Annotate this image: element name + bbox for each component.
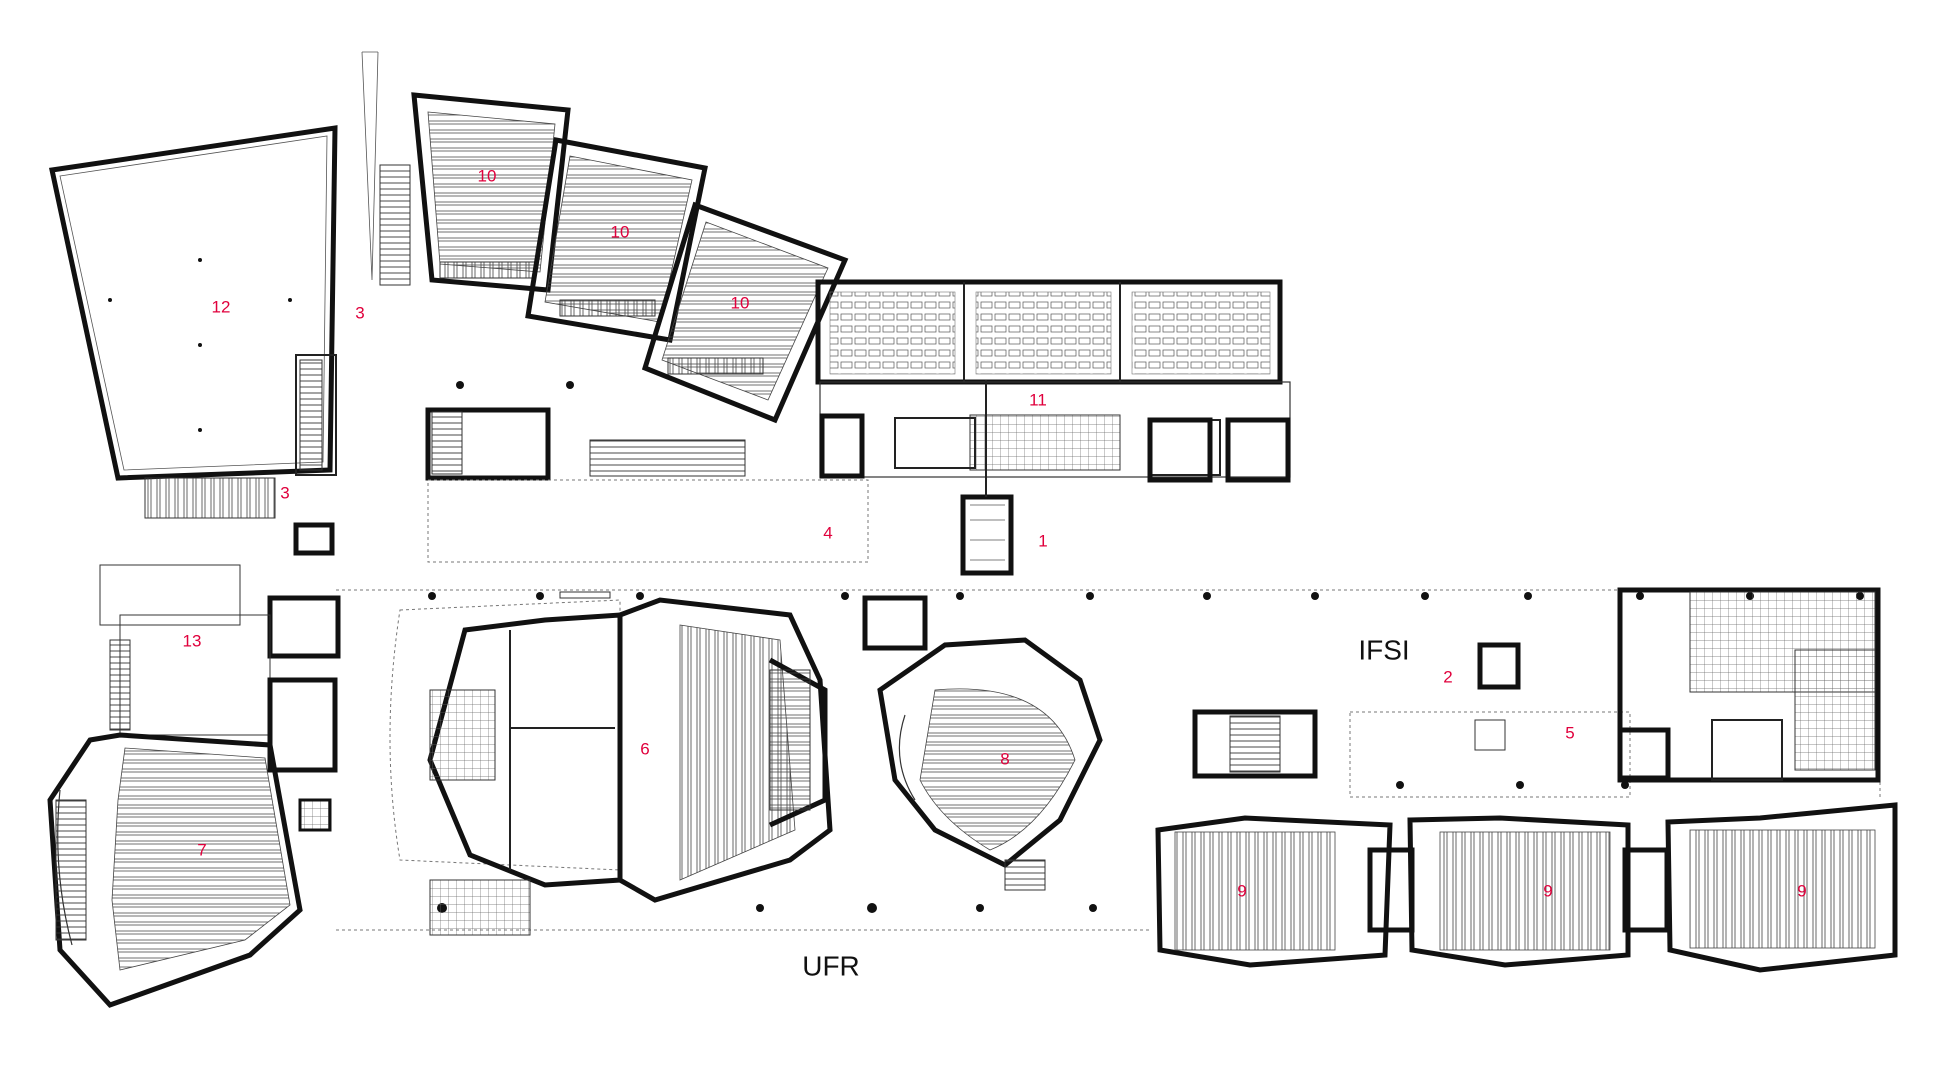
room-number-4: 4 xyxy=(823,523,832,542)
entrance-1 xyxy=(960,380,1014,576)
service-block-west xyxy=(99,564,341,832)
large-hall-12 xyxy=(48,125,338,519)
room-number-9-c: 9 xyxy=(1797,881,1806,900)
room-number-5: 5 xyxy=(1565,723,1574,742)
classroom-wing-11 xyxy=(815,279,1291,483)
room-numbers: 1 2 3 3 4 5 6 7 8 9 9 9 10 10 10 11 12 1… xyxy=(183,166,1807,900)
room-number-9-a: 9 xyxy=(1237,881,1246,900)
west-stairs xyxy=(293,354,337,556)
mast-structure xyxy=(361,51,411,286)
room-number-10-a: 10 xyxy=(478,166,497,185)
stair-cores-north xyxy=(425,407,976,481)
lecture-room-10-a xyxy=(411,92,571,293)
room-number-3-north: 3 xyxy=(355,303,364,322)
room-number-10-b: 10 xyxy=(611,222,630,241)
room-number-1: 1 xyxy=(1038,531,1047,550)
room-number-13: 13 xyxy=(183,631,202,650)
room-number-11: 11 xyxy=(1029,390,1047,409)
ifsi-classroom-9-b xyxy=(1407,815,1670,968)
zone-label-ufr: UFR xyxy=(802,950,860,981)
ifsi-classroom-9-c xyxy=(1665,802,1898,973)
amphitheatre-7 xyxy=(47,732,303,1008)
room-number-12: 12 xyxy=(212,297,231,316)
room-number-10-c: 10 xyxy=(731,293,750,312)
amphitheatre-6 xyxy=(389,591,833,936)
lecture-room-10-b xyxy=(525,137,708,343)
room-number-7: 7 xyxy=(197,840,206,859)
zone-label-ifsi: IFSI xyxy=(1358,634,1409,665)
room-number-6: 6 xyxy=(640,739,649,758)
lecture-room-10-c xyxy=(641,201,849,424)
amphitheatre-8 xyxy=(862,595,1103,891)
hall-4 xyxy=(427,479,869,563)
ifsi-classroom-9-a xyxy=(1155,815,1415,968)
room-number-2: 2 xyxy=(1443,667,1452,686)
ifsi-block xyxy=(1192,587,1881,798)
room-number-3-south: 3 xyxy=(280,483,289,502)
room-number-9-b: 9 xyxy=(1543,881,1552,900)
room-number-8: 8 xyxy=(1000,749,1009,768)
